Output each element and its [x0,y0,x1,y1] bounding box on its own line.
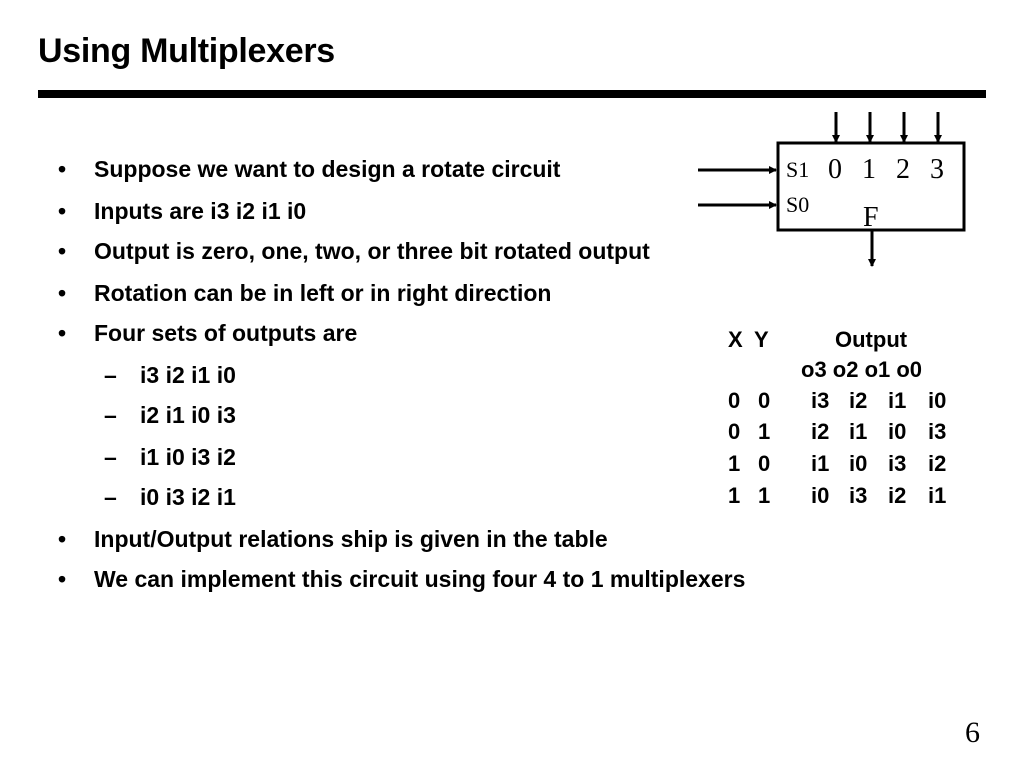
page-number: 6 [965,716,980,749]
bullet-marker: • [58,198,67,224]
sub-bullet-marker: – [104,362,117,388]
sub-bullet-text: i2 i1 i0 i3 [140,402,236,428]
slide-title: Using Multiplexers [38,32,335,70]
bullet-text: Input/Output relations ship is given in … [94,526,608,552]
table-cell-o3: i3 [811,388,830,413]
table-header-y: Y [754,327,769,352]
table-cell-o0: i2 [928,451,947,476]
table-cell-y: 0 [758,388,771,413]
table-header-output: Output [835,327,908,352]
table-cell-o1: i3 [888,451,907,476]
output-label-f: F [863,202,879,233]
table-cell-x: 1 [728,451,741,476]
table-cell-o2: i1 [849,419,868,444]
table-cell-o1: i1 [888,388,907,413]
bullet-marker: • [58,526,67,552]
mux-box [776,141,966,232]
table-cell-o0: i0 [928,388,947,413]
sub-bullet-text: i3 i2 i1 i0 [140,362,236,388]
title-underline [38,90,986,98]
data-input-label-1: 1 [862,154,876,185]
sub-bullet-marker: – [104,402,117,428]
table-cell-o1: i0 [888,419,907,444]
table-cell-o3: i2 [811,419,830,444]
table-cell-o2: i2 [849,388,868,413]
bullet-text: Suppose we want to design a rotate circu… [94,156,561,182]
multiplexer-diagram: S1 S0 0 1 2 3 F [698,112,966,267]
table-cell-o2: i0 [849,451,868,476]
bullet-marker: • [58,156,67,182]
sub-bullet-text: i1 i0 i3 i2 [140,444,236,470]
table-subheader: o3 o2 o1 o0 [801,357,923,382]
table-cell-o3: i0 [811,483,830,508]
bullet-text: We can implement this circuit using four… [94,566,746,592]
table-cell-x: 0 [728,419,741,444]
table-cell-o1: i2 [888,483,907,508]
bullet-marker: • [58,320,67,346]
bullet-marker: • [58,280,67,306]
table-header-x: X [728,327,743,352]
bullet-marker: • [58,238,67,264]
bullet-text: Rotation can be in left or in right dire… [94,280,552,306]
sub-bullet-marker: – [104,484,117,510]
table-cell-o3: i1 [811,451,830,476]
table-cell-y: 1 [758,483,771,508]
data-input-label-2: 2 [896,154,910,185]
bullet-text: Output is zero, one, two, or three bit r… [94,238,650,264]
bullet-marker: • [58,566,67,592]
table-cell-x: 0 [728,388,741,413]
table-cell-x: 1 [728,483,741,508]
sub-bullet-text: i0 i3 i2 i1 [140,484,236,510]
bullet-text: Inputs are i3 i2 i1 i0 [94,198,307,224]
table-cell-y: 1 [758,419,771,444]
data-input-label-0: 0 [828,154,842,185]
select-label-s0: S0 [786,192,809,217]
table-cell-o0: i3 [928,419,947,444]
table-cell-o2: i3 [849,483,868,508]
select-label-s1: S1 [786,157,809,182]
table-cell-o0: i1 [928,483,947,508]
table-cell-y: 0 [758,451,771,476]
bullet-text: Four sets of outputs are [94,320,358,346]
data-input-label-3: 3 [930,154,944,185]
sub-bullet-marker: – [104,444,117,470]
